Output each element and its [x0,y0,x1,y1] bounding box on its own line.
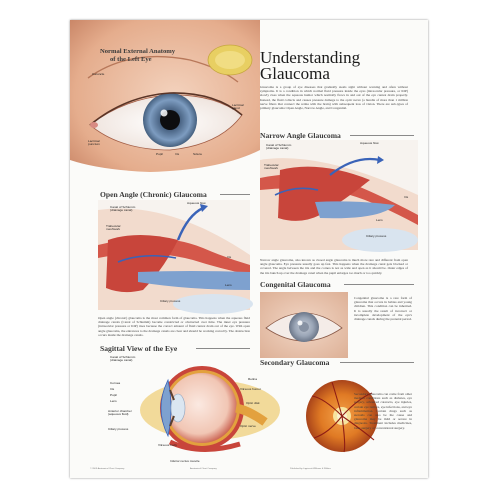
na-label-canal: Canal of Schlemm (drainage canal) [266,143,292,151]
open-angle-illustration [98,200,253,314]
sag-label-lens: Lens [110,399,117,403]
secondary-fundus-illustration [306,380,378,453]
poster-title: Understanding Glaucoma [260,48,361,83]
open-angle-title: Open Angle (Chronic) Glaucoma [100,190,207,199]
label-lacrimal-punctum: Lacrimal punctum [88,139,100,147]
sag-label-optic-disk: Optic disk [246,401,260,405]
label-lacrimal-gland: Lacrimal gland [232,103,244,111]
na-label-iris: Iris [404,195,409,199]
sag-label-pupil: Pupil [110,393,117,397]
footer-left: © 2003 Anatomical Chart Company [90,468,125,470]
footer-mid: Anatomical Chart Company [190,468,217,470]
na-label-ciliary: Ciliary process [366,234,387,238]
label-sclera: Sclera [193,152,202,156]
glaucoma-poster: Normal External Anatomy of the Left Eye … [70,20,428,478]
narrow-angle-title: Narrow Angle Glaucoma [260,131,341,140]
sag-label-iris: Iris [110,387,115,391]
sagittal-eye-illustration [140,366,280,453]
narrow-angle-illustration [260,140,418,252]
sag-label-inferior-rectus: Inferior rectus muscle [170,459,200,463]
na-label-aqueous: Aqueous flow [360,141,379,145]
footer-right: Published by Lippincott Williams & Wilki… [290,468,331,470]
intro-text: Glaucoma is a group of eye diseases that… [260,85,408,111]
open-angle-text: Open angle (chronic) glaucoma is the mos… [98,316,250,337]
na-label-trabecular: Trabecular meshwork [264,163,279,171]
congenital-title: Congenital Glaucoma [260,280,331,289]
label-caruncle: Caruncle [92,72,105,76]
sag-label-optic-nerve: Optic nerve [240,424,256,428]
sag-label-cornea: Cornea [110,381,121,385]
sag-label-ciliary: Ciliary process [108,427,129,431]
oa-label-ciliary: Ciliary process [160,299,181,303]
oa-label-lens: Lens [225,283,232,287]
label-iris: Iris [175,152,180,156]
narrow-angle-text: Narrow angle glaucoma, also known as clo… [260,258,408,275]
oa-label-canal: Canal of Schlemm (drainage canal) [110,205,136,213]
label-pupil: Pupil [156,152,163,156]
oa-label-iris: Iris [227,255,232,259]
sag-label-anterior-chamber: Anterior chamber (aqueous fluid) [108,409,132,417]
oa-label-trabecular: Trabecular meshwork [106,224,121,232]
congenital-text: Congenital glaucoma is a rare form of gl… [354,296,412,322]
secondary-title: Secondary Glaucoma [260,358,330,367]
secondary-text: Secondary glaucoma can come from other m… [354,392,412,430]
sag-label-canal: Canal of Schlemm (drainage canal) [110,355,136,363]
external-eye-illustration [70,20,260,172]
sag-label-vitreous-body: Vitreous body [158,443,177,447]
external-anatomy-title: Normal External Anatomy of the Left Eye [100,48,176,63]
sagittal-title: Sagittal View of the Eye [100,344,178,353]
sag-label-vitreous-humor: Vitreous humor [240,387,261,391]
congenital-eye-illustration [260,292,348,358]
sag-label-retina: Retina [248,377,257,381]
oa-label-aqueous: Aqueous flow [187,201,206,205]
na-label-lens: Lens [376,218,383,222]
